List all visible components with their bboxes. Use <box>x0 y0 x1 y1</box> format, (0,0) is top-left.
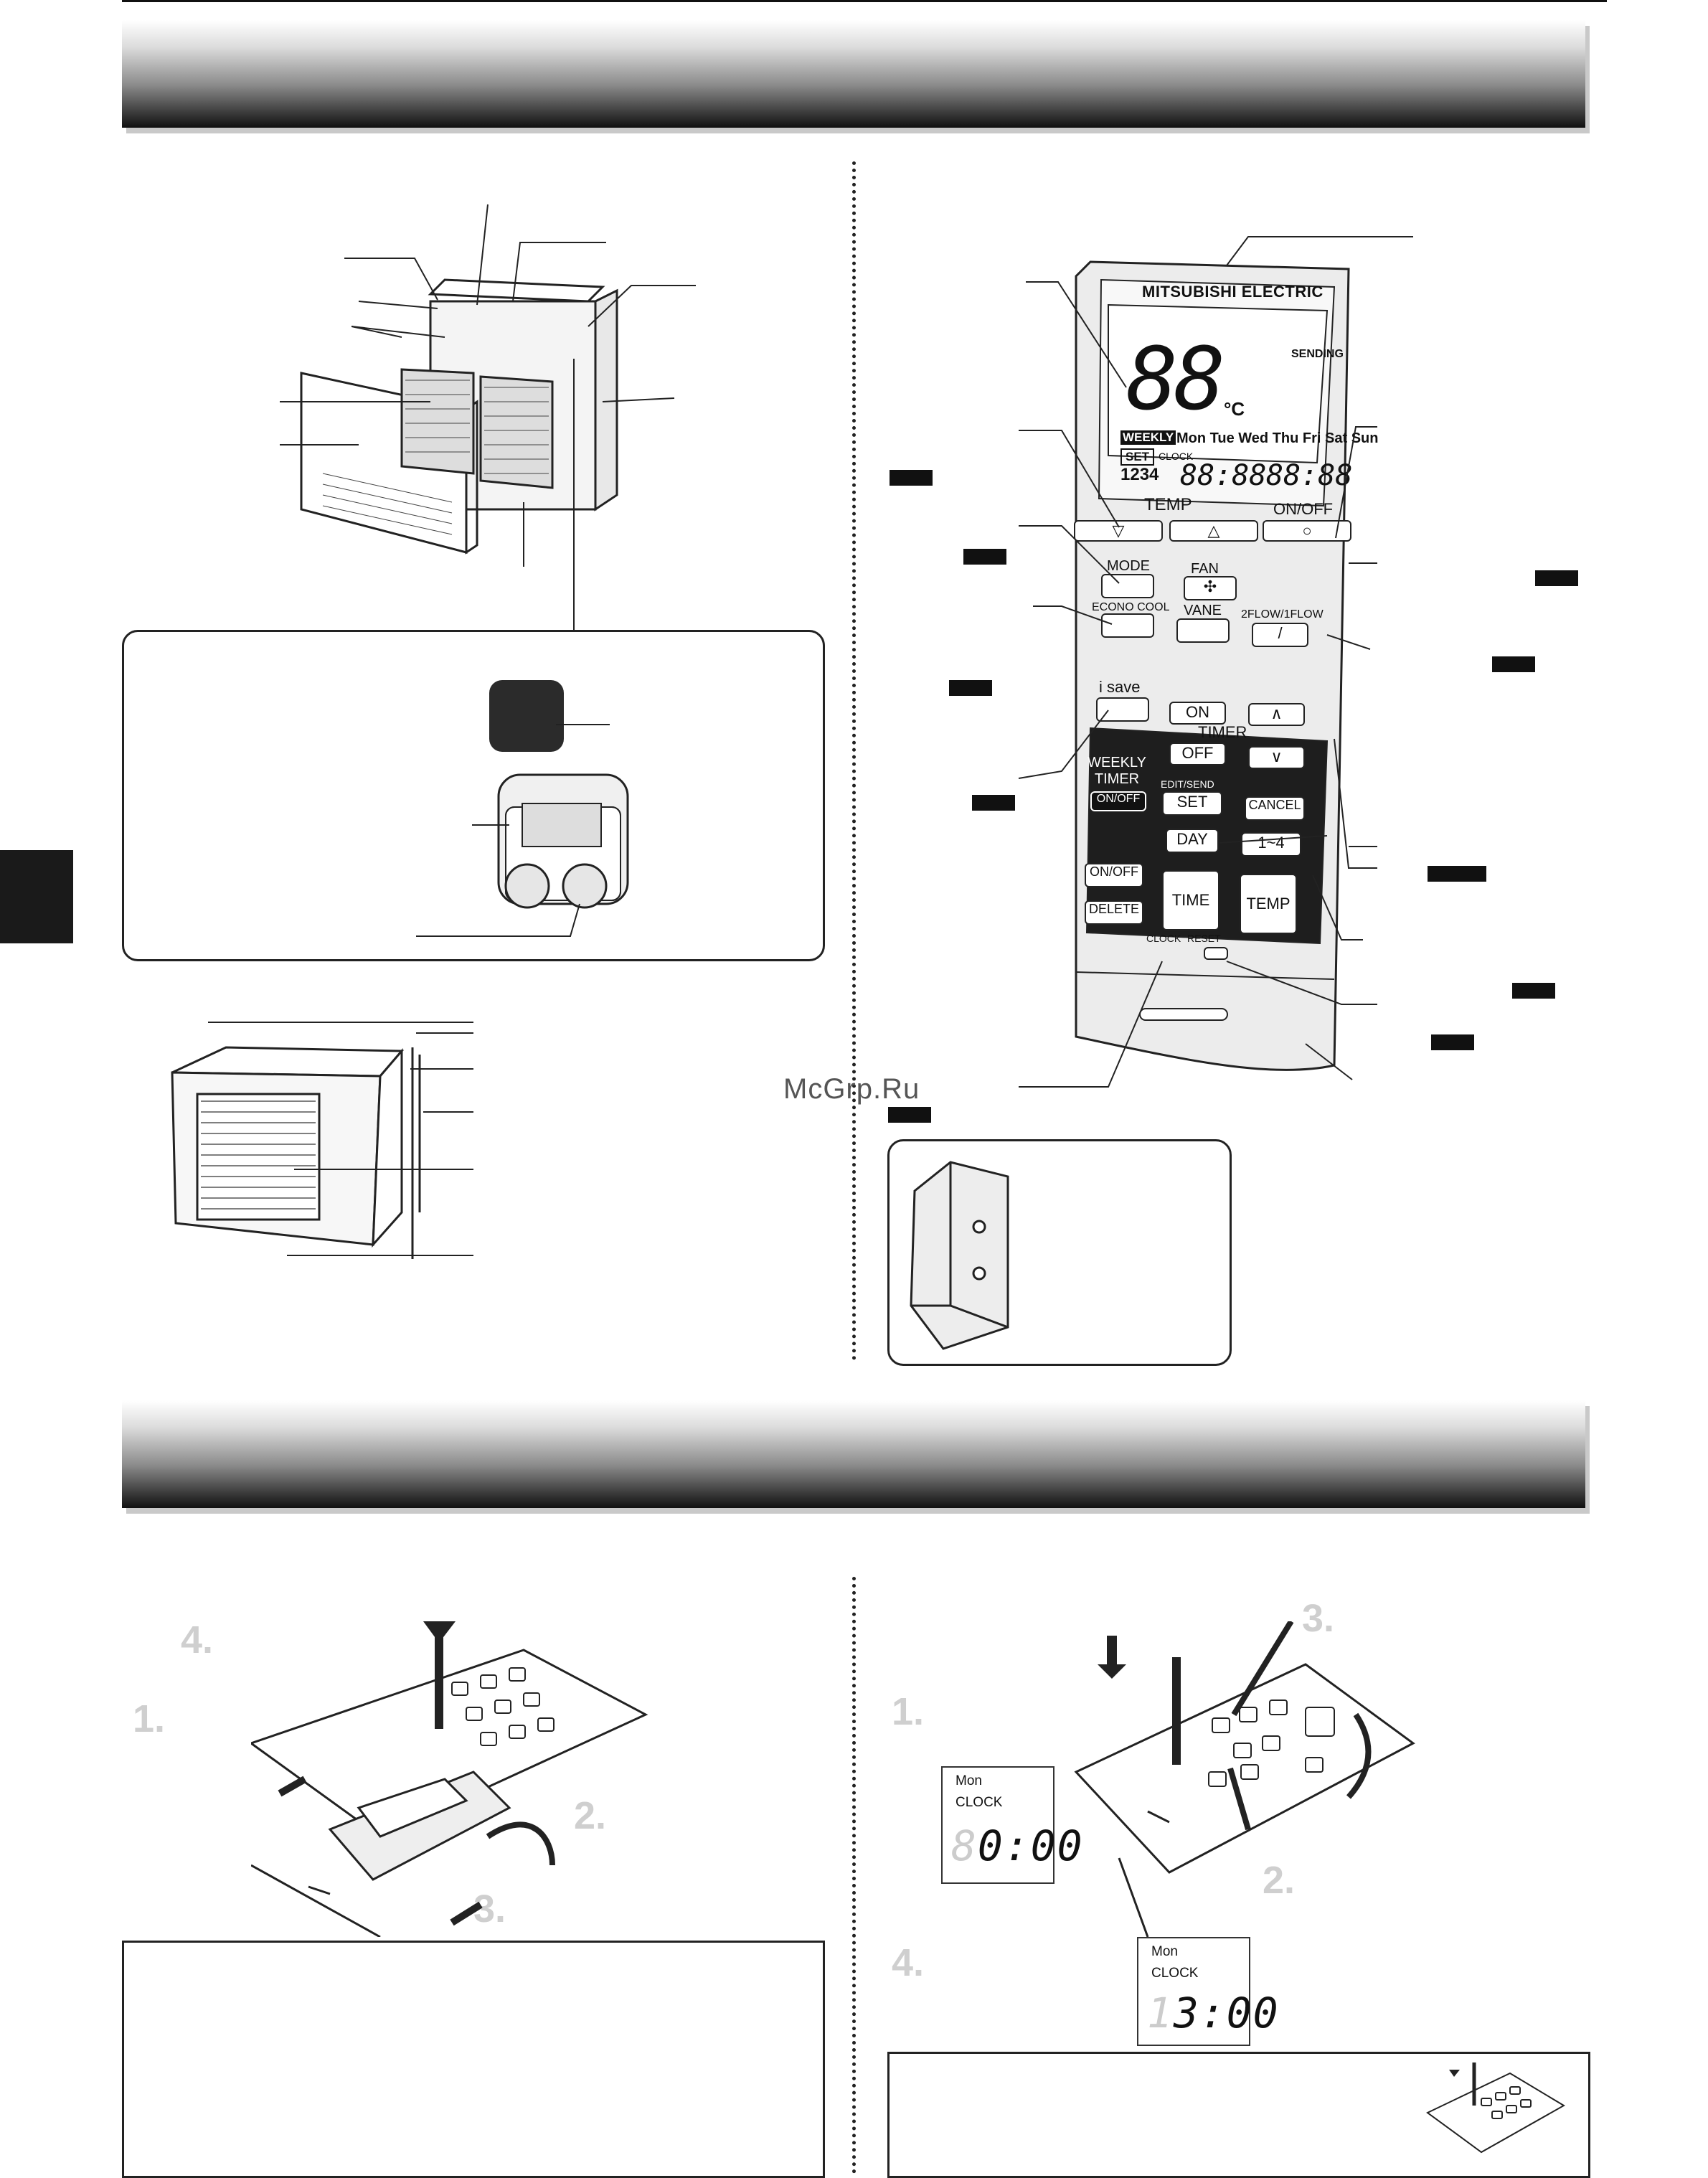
clock-step-1: 1. <box>892 1690 925 1733</box>
temp-down-button[interactable]: ▽ <box>1074 520 1163 542</box>
temp-timer-button[interactable]: TEMP <box>1240 874 1297 934</box>
label-block <box>1492 656 1535 672</box>
box-callouts <box>416 724 610 937</box>
fan-button[interactable]: ✣ <box>1184 576 1237 600</box>
section-banner-bottom <box>122 1400 1585 1508</box>
label-block <box>888 1107 931 1123</box>
clock-lcd-before: Mon CLOCK 80:00 <box>941 1766 1082 1884</box>
clock-step-4: 4. <box>892 1941 925 1984</box>
battery-install-illustration <box>251 1621 648 1937</box>
timer-on-button[interactable]: ON <box>1169 702 1226 725</box>
label-block <box>1512 983 1555 999</box>
remote-callouts <box>1018 236 1413 1088</box>
indoor-display-panel <box>497 773 629 909</box>
reset-label: RESET <box>1187 933 1221 944</box>
timer-off-button[interactable]: OFF <box>1169 742 1226 765</box>
label-block <box>972 795 1015 811</box>
lcd-after-label: CLOCK <box>1151 1966 1199 1981</box>
lcd-before-day: Mon <box>956 1773 982 1788</box>
timer-down-button[interactable]: ∨ <box>1248 746 1305 769</box>
column-divider-bottom <box>852 1577 856 2174</box>
weekly-onoff-button[interactable]: ON/OFF <box>1090 791 1146 811</box>
mode-button[interactable] <box>1101 574 1154 598</box>
display-time2: 88:88 <box>1266 459 1353 492</box>
clock-setting-illustration <box>1074 1621 1415 1937</box>
temp-label: TEMP <box>1144 495 1192 514</box>
remote-brand: MITSUBISHI ELECTRIC <box>1142 283 1324 301</box>
display-clock: CLOCK <box>1159 451 1194 462</box>
fan-label: FAN <box>1191 561 1219 577</box>
display-set: SET <box>1120 448 1155 466</box>
cancel-button[interactable]: CANCEL <box>1245 796 1305 821</box>
remote-holder-illustration <box>910 1161 1009 1350</box>
isave-label: i save <box>1099 678 1141 696</box>
clock-label: CLOCK <box>1146 933 1181 944</box>
clock-lcd-after: Mon CLOCK 13:00 <box>1137 1937 1278 2046</box>
label-block <box>963 549 1006 565</box>
label-block <box>1428 866 1486 882</box>
day-button[interactable]: DAY <box>1166 829 1219 853</box>
top-rule <box>122 0 1607 2</box>
range-button[interactable]: 1~4 <box>1241 832 1301 857</box>
outdoor-callouts <box>208 1022 473 1256</box>
chapter-tab <box>0 850 73 943</box>
lcd-after-day: Mon <box>1151 1944 1178 1959</box>
power-button[interactable]: ○ <box>1263 520 1351 542</box>
indicator-box <box>122 630 825 961</box>
econo-label: ECONO COOL <box>1092 601 1170 613</box>
lcd-before-ghost: 8 <box>951 1821 978 1870</box>
receiver-indicator <box>489 680 564 752</box>
battery-step-2: 2. <box>574 1794 607 1837</box>
timer-label: TIMER <box>1198 723 1247 741</box>
display-digits: 1234 <box>1120 465 1159 484</box>
vane-button[interactable] <box>1176 618 1230 643</box>
column-divider-top <box>852 161 856 1361</box>
reset-thumbnail-illustration <box>1426 2062 1565 2154</box>
edit-send-label: EDIT/SEND <box>1161 778 1214 790</box>
lcd-after-ghost: 1 <box>1147 1989 1174 2037</box>
isave-button[interactable] <box>1096 697 1149 722</box>
battery-notes-box <box>122 1941 825 2178</box>
lcd-after-time: 3:00 <box>1173 1989 1280 2037</box>
display-sending: SENDING <box>1291 348 1344 360</box>
display-days: Mon Tue Wed Thu Fri Sat Sun <box>1176 430 1379 446</box>
label-block <box>1535 570 1578 586</box>
clock-step-2: 2. <box>1263 1859 1296 1902</box>
display-unit: °C <box>1224 398 1245 420</box>
battery-step-1: 1. <box>133 1697 166 1740</box>
lcd-before-time: 0:00 <box>977 1821 1084 1870</box>
temp-up-button[interactable]: △ <box>1169 520 1258 542</box>
indoor-unit-illustration <box>300 278 618 555</box>
label-block <box>949 680 992 696</box>
section-banner-top <box>122 20 1585 128</box>
timer-up-button[interactable]: ∧ <box>1248 703 1305 726</box>
remote-body <box>1075 260 1350 1071</box>
reset-button[interactable] <box>1204 947 1228 960</box>
set-button[interactable]: SET <box>1162 791 1222 816</box>
display-temp: 88 <box>1126 330 1225 430</box>
clock-onoff-button[interactable]: ON/OFF <box>1085 863 1143 887</box>
delete-button[interactable]: DELETE <box>1085 900 1143 925</box>
watermark: McGrp.Ru <box>783 1073 920 1105</box>
clock-step-3: 3. <box>1302 1597 1335 1640</box>
lcd-before-label: CLOCK <box>956 1795 1003 1810</box>
flow-button[interactable]: / <box>1252 623 1308 647</box>
flow-label: 2FLOW/1FLOW <box>1241 608 1324 621</box>
display-time1: 88:88 <box>1180 459 1267 492</box>
label-block <box>890 470 933 486</box>
battery-step-4: 4. <box>181 1618 214 1661</box>
vane-label: VANE <box>1184 603 1222 618</box>
label-block <box>1431 1034 1474 1050</box>
display-weekly: WEEKLY <box>1120 430 1176 445</box>
flow-symbol: / <box>1278 624 1283 642</box>
outdoor-unit-illustration <box>171 1046 421 1259</box>
onoff-label: ON/OFF <box>1273 500 1334 518</box>
weekly-timer-label: WEEKLY TIMER <box>1087 755 1146 787</box>
econo-cool-button[interactable] <box>1101 613 1154 638</box>
mode-label: MODE <box>1107 558 1150 574</box>
time-button[interactable]: TIME <box>1162 870 1219 930</box>
